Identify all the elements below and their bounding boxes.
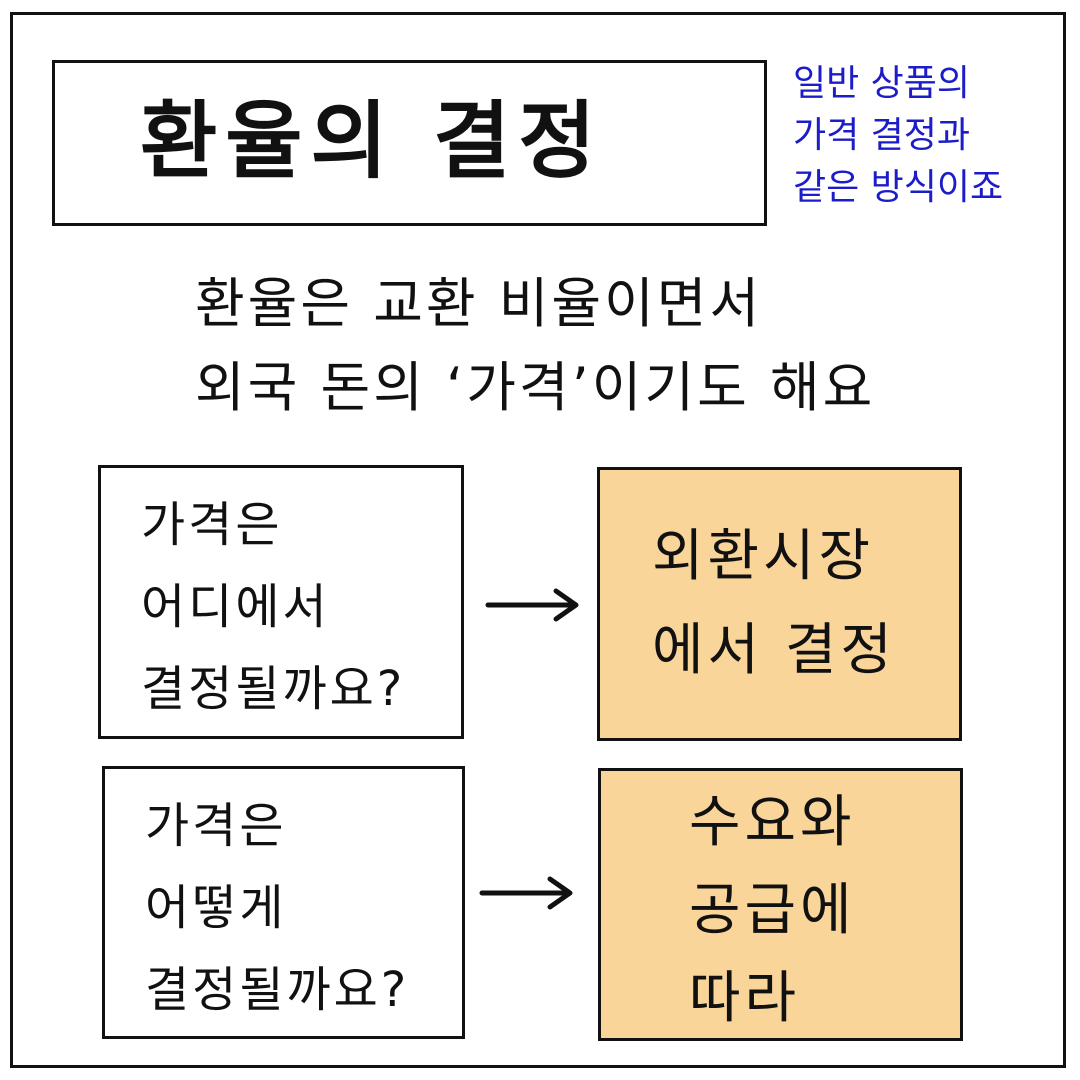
question-text: 가격은 어떻게 결정될까요? (145, 785, 409, 1031)
question-line: 어떻게 (145, 880, 287, 936)
right-arrow-icon (485, 588, 579, 622)
comic-panel-frame (10, 12, 1066, 1068)
answer-box-supply-demand: 수요와 공급에 따라 (598, 768, 963, 1041)
side-note-line: 일반 상품의 (793, 63, 971, 104)
side-note-line: 가격 결정과 (793, 115, 971, 156)
question-line: 결정될까요? (141, 661, 406, 717)
page-title: 환율의 결정 (140, 92, 604, 190)
question-box-how: 가격은 어떻게 결정될까요? (102, 766, 465, 1039)
side-note-line: 같은 방식이죠 (793, 167, 1004, 208)
title-box: 환율의 결정 (52, 60, 767, 226)
answer-line: 공급에 (689, 878, 856, 943)
answer-line: 에서 결정 (652, 618, 896, 683)
question-box-where: 가격은 어디에서 결정될까요? (98, 465, 464, 739)
question-line: 결정될까요? (145, 962, 410, 1018)
intro-line: 외국 돈의 ‘가격’이기도 해요 (195, 356, 876, 419)
question-line: 가격은 (141, 497, 283, 553)
intro-line: 환율은 교환 비율이면서 (195, 272, 763, 335)
question-text: 가격은 어디에서 결정될까요? (141, 484, 405, 730)
right-arrow-icon (479, 876, 573, 910)
intro-text: 환율은 교환 비율이면서 외국 돈의 ‘가격’이기도 해요 (195, 262, 875, 430)
question-line: 어디에서 (141, 579, 330, 635)
answer-text: 수요와 공급에 따라 (689, 779, 856, 1043)
answer-line: 수요와 (689, 790, 856, 855)
answer-box-foreign-exchange-market: 외환시장 에서 결정 (597, 467, 962, 741)
side-note: 일반 상품의 가격 결정과 같은 방식이죠 (793, 58, 1023, 214)
answer-text: 외환시장 에서 결정 (652, 510, 896, 698)
answer-line: 따라 (689, 966, 801, 1031)
question-line: 가격은 (145, 798, 287, 854)
answer-line: 외환시장 (652, 524, 875, 589)
